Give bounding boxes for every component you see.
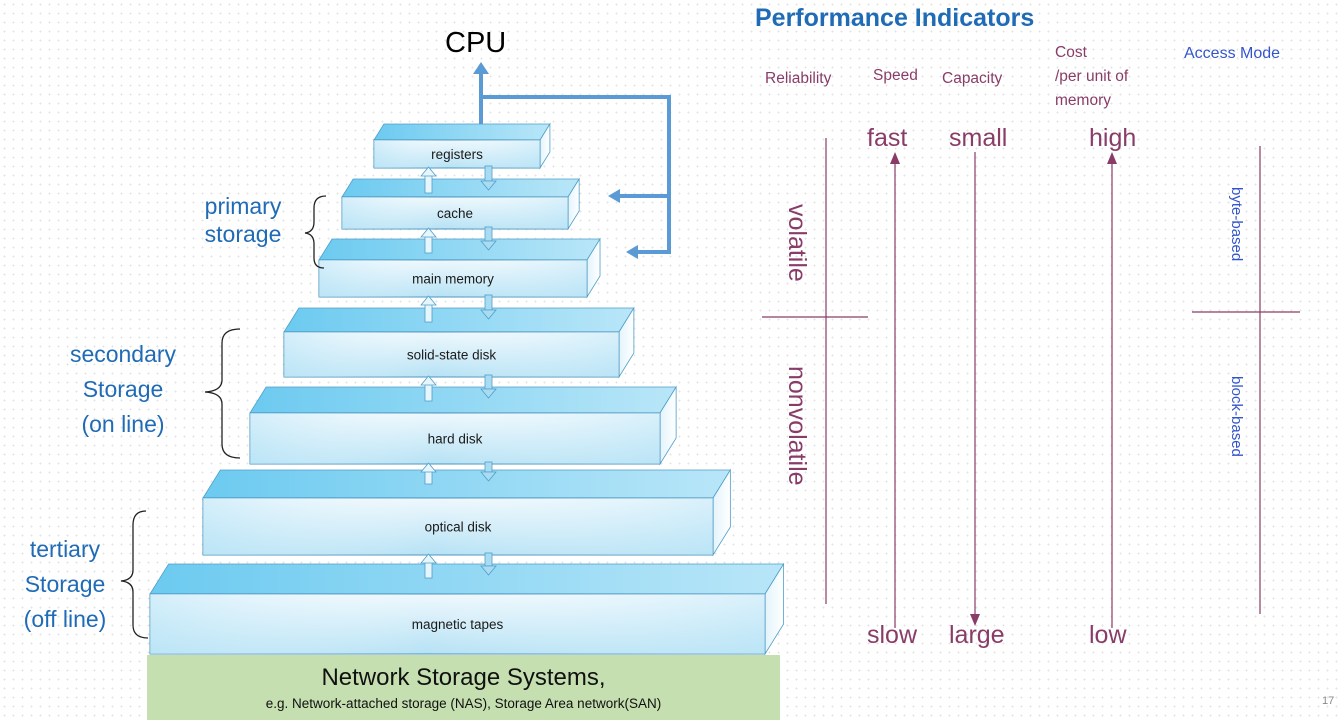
tertiary-label-line: tertiary xyxy=(29,536,101,562)
storage-level-block: cache xyxy=(341,177,580,231)
block-top-face xyxy=(283,307,635,333)
cost-header-line: Cost xyxy=(1055,44,1087,61)
storage-level-block: registers xyxy=(373,122,551,170)
network-storage-box: Network Storage Systems, e.g. Network-at… xyxy=(147,655,780,720)
secondary-label-line: secondary xyxy=(69,341,177,367)
storage-level-label: hard disk xyxy=(428,432,483,447)
primary-label-line: storage xyxy=(204,221,282,247)
storage-level-block: hard disk xyxy=(249,385,677,466)
level-transfer-arrows xyxy=(420,165,497,194)
speed-top-value: fast xyxy=(867,124,908,152)
byte-based-label: byte-based xyxy=(1228,187,1245,262)
page-number: 17 xyxy=(1322,695,1335,707)
volatile-label: volatile xyxy=(783,204,811,282)
performance-indicator-lines xyxy=(762,138,1300,628)
cost-header-line: /per unit of xyxy=(1055,68,1129,85)
storage-level-label: main memory xyxy=(412,272,494,287)
block-top-face xyxy=(318,238,601,261)
cost-header: Cost /per unit of memory xyxy=(1055,41,1128,113)
storage-level-label: optical disk xyxy=(425,520,492,535)
group-braces xyxy=(120,195,327,639)
cost-arrowhead xyxy=(1107,152,1117,164)
block-front-shade xyxy=(374,140,540,168)
speed-header: Speed xyxy=(873,67,918,84)
block-front-shade xyxy=(250,413,660,464)
level-transfer-arrows xyxy=(420,294,497,323)
block-top-face xyxy=(341,178,580,198)
tertiary-label-line: (off line) xyxy=(23,606,107,632)
storage-hierarchy-diagram: registers cache main memory solid-state dis… xyxy=(120,62,785,655)
level-transfer-arrows xyxy=(420,374,497,402)
block-top-face xyxy=(149,563,785,595)
capacity-arrowhead xyxy=(970,614,980,626)
cost-bottom-value: low xyxy=(1089,621,1127,649)
level-transfer-arrows xyxy=(420,226,497,254)
access-mode-header: Access Mode xyxy=(1184,45,1281,62)
storage-level-block: main memory xyxy=(318,237,601,299)
block-top-face xyxy=(373,123,551,141)
block-front-shade xyxy=(150,594,765,654)
primary-brace xyxy=(304,195,327,269)
storage-level-block: magnetic tapes xyxy=(149,562,785,655)
network-storage-subtitle: e.g. Network-attached storage (NAS), Sto… xyxy=(265,696,662,711)
block-top-face xyxy=(202,469,732,499)
secondary-label-line: (on line) xyxy=(81,411,165,437)
level-transfer-arrows xyxy=(420,552,497,579)
block-front-shade xyxy=(319,260,587,297)
storage-level-label: cache xyxy=(437,206,473,221)
primary-label-line: primary xyxy=(204,193,282,219)
cpu-connector-arrows xyxy=(473,62,671,259)
storage-level-block: optical disk xyxy=(202,468,732,557)
nonvolatile-label: nonvolatile xyxy=(783,366,811,486)
tertiary-brace xyxy=(120,510,149,639)
secondary-brace xyxy=(204,328,241,459)
block-top-face xyxy=(249,386,677,414)
cost-header-line: memory xyxy=(1055,92,1111,109)
capacity-bottom-value: large xyxy=(949,621,1005,649)
reliability-header: Reliability xyxy=(765,70,832,87)
block-based-label: block-based xyxy=(1228,376,1245,457)
speed-bottom-value: slow xyxy=(867,621,918,649)
storage-level-label: magnetic tapes xyxy=(412,617,504,632)
speed-arrowhead xyxy=(890,152,900,164)
tertiary-storage-label: tertiary Storage (off line) xyxy=(6,532,124,637)
performance-title: Performance Indicators xyxy=(755,4,1035,32)
level-transfer-arrows xyxy=(420,461,497,485)
tertiary-label-line: Storage xyxy=(24,571,106,597)
cpu-label: CPU xyxy=(445,27,507,59)
secondary-label-line: Storage xyxy=(82,376,164,402)
primary-storage-label: primary storage xyxy=(188,192,298,248)
block-front-shade xyxy=(342,197,568,229)
storage-level-label: registers xyxy=(431,147,483,162)
block-front-shade xyxy=(284,332,619,377)
capacity-top-value: small xyxy=(949,124,1008,152)
cost-top-value: high xyxy=(1089,124,1137,152)
secondary-storage-label: secondary Storage (on line) xyxy=(48,337,198,442)
capacity-header: Capacity xyxy=(942,70,1003,87)
block-front-shade xyxy=(203,498,713,555)
network-storage-title: Network Storage Systems, xyxy=(321,664,606,691)
storage-level-label: solid-state disk xyxy=(407,348,497,363)
storage-level-block: solid-state disk xyxy=(283,306,635,379)
